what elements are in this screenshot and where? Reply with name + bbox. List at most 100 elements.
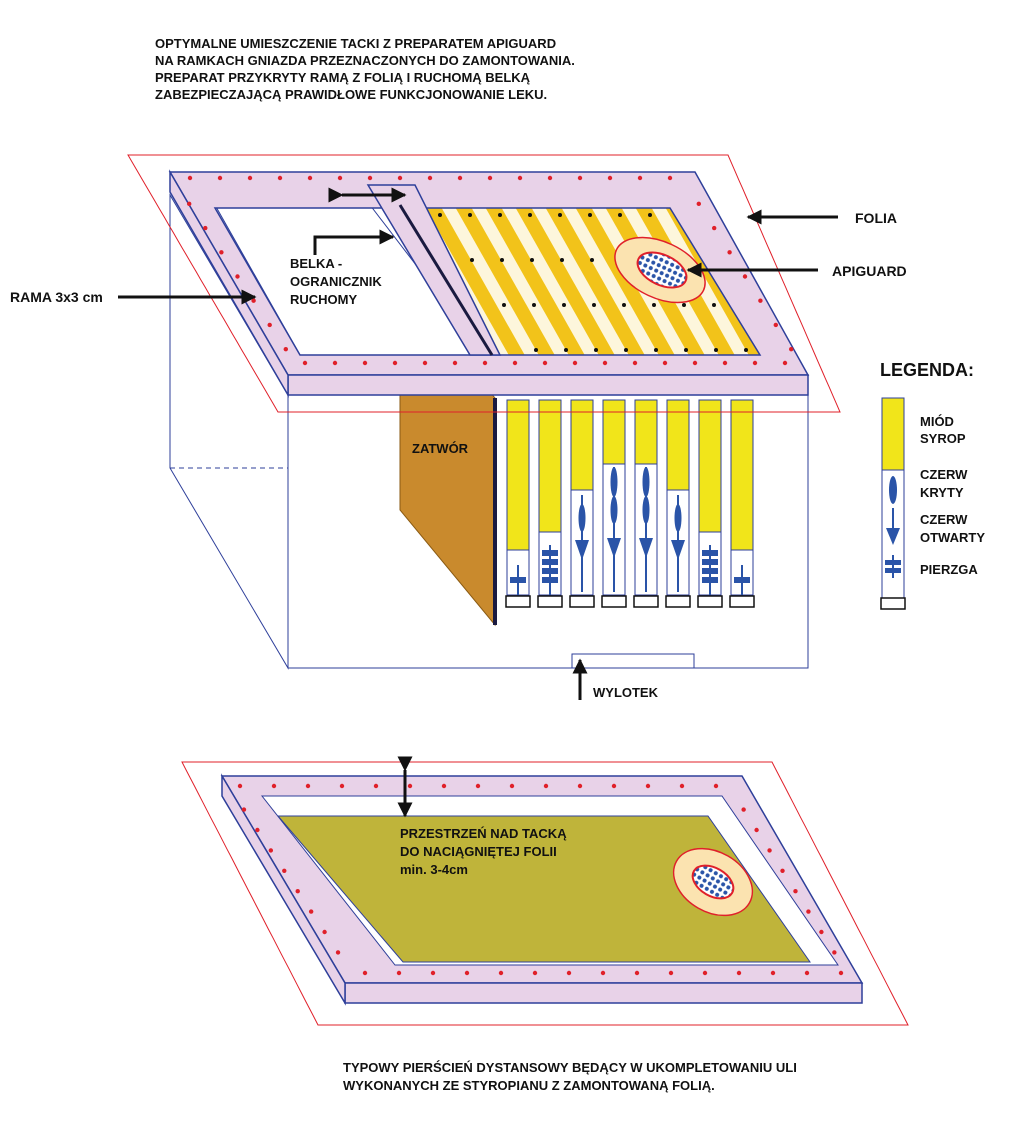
frame-dot: [602, 360, 608, 366]
frame-dot: [577, 175, 583, 181]
frame-front-edge: [287, 374, 809, 396]
ring-dot: [241, 807, 247, 812]
frame-dot: [367, 175, 373, 181]
ring-dot: [600, 970, 606, 976]
frame-dot: [217, 175, 223, 181]
ring-side-edge: [221, 773, 346, 1006]
legend-open-brood-icon: [886, 528, 900, 545]
frame-dot: [712, 225, 717, 231]
comb-honey: [666, 399, 690, 491]
frame-dot: [452, 360, 458, 366]
frame-dot: [332, 360, 338, 366]
ring-line-3: min. 3-4cm: [400, 862, 468, 877]
ring-dot: [362, 970, 368, 976]
frame-dot: [512, 360, 518, 366]
belka-label-2: OGRANICZNIK: [290, 274, 382, 289]
frame-dot: [283, 346, 288, 352]
foil-outline: [127, 154, 841, 413]
comb-pollen: [542, 550, 558, 556]
frame-dot: [203, 225, 208, 231]
ring-dot: [295, 889, 300, 894]
folia-label: FOLIA: [855, 210, 897, 226]
comb-bottom-bar: [505, 595, 531, 608]
frame-dot: [696, 201, 701, 207]
frame-dot: [247, 175, 253, 181]
top-frame-assembly: [127, 154, 841, 413]
apiguard-gel: [636, 251, 688, 289]
tray-dot: [714, 348, 718, 352]
ring-dot: [577, 783, 583, 789]
distance-ring: PRZESTRZEŃ NAD TACKĄ DO NACIĄGNIĘTEJ FOL…: [181, 756, 909, 1026]
ring-dot: [806, 909, 811, 914]
frame-dot: [219, 250, 224, 255]
tray-dot: [534, 348, 538, 352]
comb-frames: [505, 399, 755, 608]
ring-line-2: DO NACIĄGNIĘTEJ FOLII: [400, 844, 557, 859]
tray-dot: [588, 213, 592, 217]
ring-dot: [832, 950, 837, 955]
zatwor-label: ZATWÓR: [412, 441, 469, 456]
ring-dot: [255, 827, 260, 833]
belka-label-1: BELKA -: [290, 256, 342, 271]
tray-dot: [470, 258, 474, 262]
comb-capped-brood: [610, 496, 618, 524]
tray-dot: [502, 303, 506, 307]
frame-dot: [337, 175, 343, 181]
tray-dot: [468, 213, 472, 217]
frame-dot: [692, 360, 698, 366]
ring-dot: [770, 970, 776, 976]
ring-dot: [713, 783, 719, 789]
ring-dot: [566, 970, 572, 976]
ring-dot: [271, 783, 277, 789]
ring-dot: [373, 783, 379, 789]
caption-line-2: WYKONANYCH ZE STYROPIANU Z ZAMONTOWANĄ F…: [343, 1078, 715, 1093]
ring-dot: [668, 970, 674, 976]
comb-capped-brood: [642, 467, 650, 497]
belka-label-3: RUCHOMY: [290, 292, 357, 307]
ring-dot: [305, 783, 311, 789]
ring-apiguard-gel: [691, 864, 735, 900]
legend-honey-swatch: [881, 397, 905, 471]
frame-dot: [307, 175, 313, 181]
tray-bar: [440, 205, 550, 375]
tray-dot: [712, 303, 716, 307]
comb-honey: [538, 399, 562, 533]
frame-dot: [392, 360, 398, 366]
frame-dot: [277, 175, 283, 181]
frame-dot: [722, 360, 728, 366]
frame-dot: [397, 175, 403, 181]
tray-bar: [530, 205, 640, 375]
ring-dot: [282, 868, 287, 873]
comb-bottom-bar: [697, 595, 723, 608]
comb-pollen: [542, 577, 558, 583]
comb-pollen: [542, 559, 558, 565]
tray-dot: [438, 213, 442, 217]
tray-dot: [624, 348, 628, 352]
ring-dot: [509, 783, 515, 789]
comb-open-brood: [671, 540, 685, 560]
frame-dot: [422, 360, 428, 366]
tray-dot: [500, 258, 504, 262]
tray-bar: [470, 205, 580, 375]
tray-dot: [682, 303, 686, 307]
frame-dot: [362, 360, 368, 366]
tray-dot: [560, 258, 564, 262]
ring-dot: [679, 783, 685, 789]
comb-pollen: [702, 568, 718, 574]
frame-dot: [542, 360, 548, 366]
bottom-caption: TYPOWY PIERŚCIEŃ DYSTANSOWY BĘDĄCY W UKO…: [343, 1060, 797, 1093]
tray-dot: [648, 213, 652, 217]
legend-title: LEGENDA:: [880, 360, 974, 380]
frame-side-edge: [169, 169, 289, 398]
comb-honey: [730, 399, 754, 551]
frame-dot: [457, 175, 463, 181]
ring-dot: [780, 868, 785, 873]
tray-dot: [744, 348, 748, 352]
tray-dot: [530, 258, 534, 262]
ring-dot: [335, 950, 341, 955]
frame-dot: [752, 360, 758, 366]
apiguard-patch: [614, 236, 706, 304]
legend-otwarty-2: OTWARTY: [920, 530, 985, 545]
ring-dot: [543, 783, 549, 789]
comb-honey: [602, 399, 626, 465]
